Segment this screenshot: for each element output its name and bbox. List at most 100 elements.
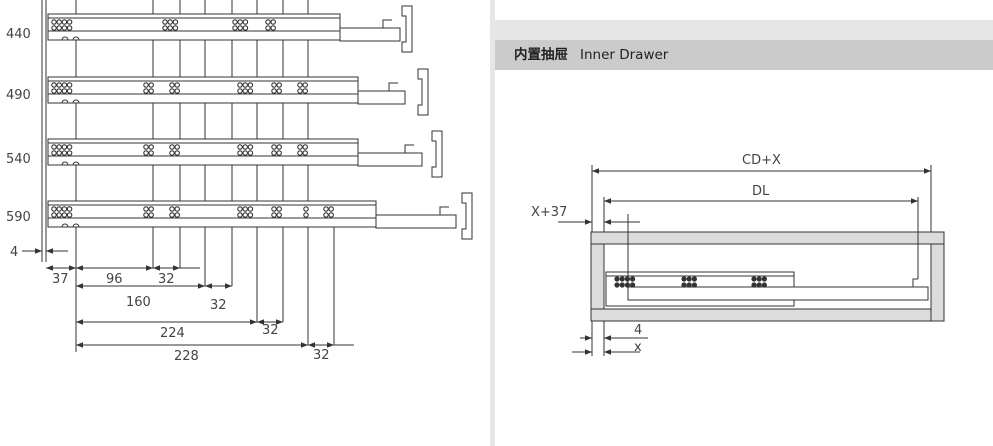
dim-label-224: 224	[160, 326, 185, 341]
slide-extension	[375, 214, 457, 229]
screw-hole	[237, 82, 243, 88]
screw-hole	[143, 206, 149, 212]
dim-label-32c: 32	[262, 323, 279, 338]
screw-hole	[61, 144, 68, 150]
screw-hole	[751, 276, 757, 282]
screw-hole	[167, 25, 173, 31]
screw-hole	[232, 19, 238, 25]
screw-hole	[56, 19, 62, 25]
dim-label-4: 4	[10, 245, 18, 260]
screw-hole	[242, 206, 248, 212]
screw-hole	[148, 206, 154, 212]
screw-hole	[56, 25, 62, 31]
dim-label-x37: X+37	[531, 205, 567, 220]
screw-hole	[143, 212, 149, 218]
screw-hole	[302, 144, 308, 150]
screw-hole	[276, 144, 282, 150]
screw-hole	[169, 212, 175, 218]
screw-hole	[270, 25, 276, 31]
screw-hole	[242, 19, 249, 25]
screw-hole	[169, 206, 175, 212]
screw-hole	[174, 88, 180, 94]
rail-hook	[912, 278, 918, 287]
screw-hole	[51, 19, 57, 25]
screw-hole	[66, 88, 73, 94]
screw-hole	[276, 82, 282, 88]
dim-label-x: x	[634, 340, 642, 355]
end-bracket	[401, 5, 413, 53]
round-hole	[61, 99, 69, 104]
screw-hole	[143, 82, 149, 88]
screw-hole	[237, 150, 243, 156]
screw-hole	[169, 150, 175, 156]
end-bracket	[431, 130, 443, 178]
screw-hole	[66, 206, 73, 212]
screw-hole	[51, 25, 57, 31]
screw-hole	[172, 19, 179, 25]
screw-hole	[148, 150, 154, 156]
slide-row-4	[47, 192, 473, 240]
screw-hole	[302, 150, 308, 156]
screw-hole	[61, 88, 68, 94]
screw-hole	[242, 144, 248, 150]
screw-hole	[619, 276, 625, 282]
screw-hole	[247, 82, 254, 88]
screw-hole	[276, 88, 282, 94]
screw-hole	[614, 282, 620, 288]
screw-hole	[247, 144, 254, 150]
screw-hole	[297, 150, 303, 156]
screw-hole	[276, 206, 282, 212]
cabinet-top-board	[590, 231, 945, 245]
screw-hole	[242, 82, 248, 88]
screw-hole	[169, 82, 175, 88]
screw-hole	[761, 282, 768, 288]
screw-hole	[143, 150, 149, 156]
screw-hole	[681, 276, 687, 282]
screw-hole	[169, 88, 175, 94]
screw-hole	[56, 212, 62, 218]
screw-hole	[756, 282, 762, 288]
dim-label-160: 160	[126, 295, 151, 310]
screw-hole	[66, 19, 73, 25]
round-hole	[72, 99, 80, 104]
screw-hole	[297, 144, 303, 150]
screw-hole	[686, 282, 692, 288]
screw-hole	[691, 276, 698, 282]
screw-hole	[247, 206, 254, 212]
screw-hole	[56, 88, 62, 94]
screw-hole	[237, 19, 243, 25]
screw-hole	[247, 150, 254, 156]
screw-hole	[56, 150, 62, 156]
screw-hole	[61, 25, 68, 31]
screw-hole	[56, 206, 62, 212]
screw-hole	[323, 212, 329, 218]
screw-hole	[237, 206, 243, 212]
slide-extension	[339, 27, 401, 42]
screw-hole	[629, 276, 636, 282]
screw-hole	[614, 276, 620, 282]
round-hole	[72, 36, 80, 41]
screw-hole	[328, 212, 334, 218]
screw-hole	[242, 150, 248, 156]
dim-label-32d: 32	[313, 348, 330, 363]
title-english: Inner Drawer	[580, 47, 669, 63]
screw-hole	[174, 82, 180, 88]
screw-hole	[51, 212, 57, 218]
screw-hole	[143, 88, 149, 94]
slide-rail	[627, 286, 929, 301]
screw-hole	[148, 82, 154, 88]
screw-hole	[247, 88, 254, 94]
screw-hole	[51, 88, 57, 94]
slide-row-1	[47, 5, 413, 53]
end-bracket	[461, 192, 473, 240]
screw-hole	[323, 206, 329, 212]
screw-hole	[174, 150, 180, 156]
screw-hole	[691, 282, 698, 288]
screw-hole	[237, 88, 243, 94]
screw-hole	[51, 82, 57, 88]
screw-hole	[624, 282, 631, 288]
dim-label-dl: DL	[752, 184, 770, 199]
screw-hole	[61, 19, 68, 25]
screw-hole	[61, 150, 68, 156]
screw-hole	[756, 276, 762, 282]
